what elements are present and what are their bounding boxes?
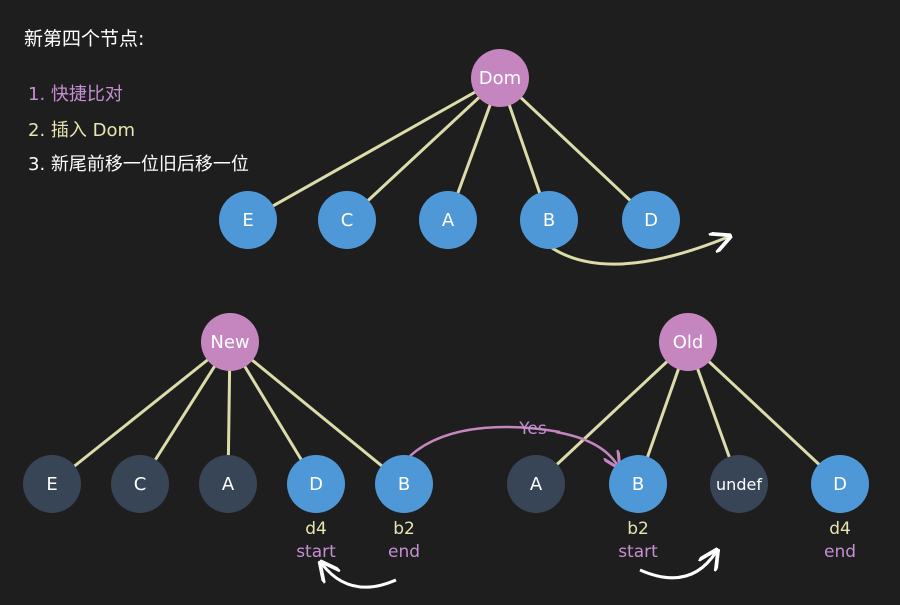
dom-edge-e — [247, 76, 501, 222]
new-note-d-key: d4 — [305, 519, 327, 539]
tree-edges — [51, 76, 842, 486]
new-node-e-circle — [23, 455, 81, 513]
old-root-node-circle — [659, 313, 717, 371]
new-node-e: E — [23, 455, 81, 513]
dom-node-a-label: A — [442, 210, 455, 231]
old-node-undef-label: undef — [716, 475, 762, 494]
old-node-undef: undef — [710, 455, 768, 513]
old-root-node-label: Old — [673, 332, 704, 353]
old-node-b: B — [609, 455, 667, 513]
old-node-a-label: A — [530, 474, 543, 495]
new-node-d-label: D — [309, 474, 323, 495]
dom-edge-d — [498, 76, 653, 222]
step-insert-dom: 2. 插入 Dom — [28, 120, 136, 141]
dom-root-node: Dom — [471, 49, 529, 107]
old-pointer-move-arrow — [639, 552, 716, 580]
dom-node-b-circle — [520, 191, 578, 249]
dom-node-e-label: E — [242, 210, 253, 231]
step-move-pointers: 3. 新尾前移一位旧后移一位 — [28, 154, 249, 175]
dom-edge-c — [345, 76, 502, 222]
new-edge-b — [229, 340, 405, 486]
new-node-c: C — [111, 455, 169, 513]
old-edge-a — [534, 340, 690, 486]
compare-arrow-right — [555, 430, 618, 466]
new-node-a-circle — [199, 455, 257, 513]
new-pointer-move-arrow — [322, 564, 397, 589]
dom-node-b: B — [520, 191, 578, 249]
new-note-b-key: b2 — [393, 519, 415, 539]
new-node-a: A — [199, 455, 257, 513]
old-note-b-pointer: start — [618, 542, 658, 562]
dom-node-d-label: D — [644, 210, 658, 231]
old-node-b-label: B — [632, 474, 644, 495]
old-node-b-circle — [609, 455, 667, 513]
dom-node-a: A — [419, 191, 477, 249]
new-root-node-circle — [201, 313, 259, 371]
new-root-node-label: New — [210, 332, 249, 353]
new-node-a-label: A — [222, 474, 235, 495]
new-node-c-circle — [111, 455, 169, 513]
dom-node-a-circle — [419, 191, 477, 249]
new-node-b: B — [375, 455, 433, 513]
dom-root-node-circle — [471, 49, 529, 107]
page-heading: 新第四个节点: — [24, 28, 145, 50]
old-node-d-label: D — [833, 474, 847, 495]
old-node-d-circle — [811, 455, 869, 513]
new-root-node: New — [201, 313, 259, 371]
old-node-d: D — [811, 455, 869, 513]
old-note-d-pointer: end — [824, 542, 856, 562]
new-node-d: D — [287, 455, 345, 513]
arrows: Yes — [322, 237, 728, 589]
compare-arrow-left — [409, 425, 561, 457]
new-edge-e — [51, 340, 231, 486]
dom-root-node-label: Dom — [479, 68, 521, 89]
old-node-a: A — [507, 455, 565, 513]
dom-node-c-label: C — [341, 210, 354, 231]
old-note-b-key: b2 — [627, 519, 649, 539]
dom-node-c: C — [318, 191, 376, 249]
old-note-d-key: d4 — [829, 519, 851, 539]
dom-node-b-label: B — [543, 210, 555, 231]
new-note-b-pointer: end — [388, 542, 420, 562]
new-node-e-label: E — [46, 474, 57, 495]
dom-node-d: D — [622, 191, 680, 249]
old-edge-d — [686, 340, 842, 486]
old-node-undef-circle — [710, 455, 768, 513]
dom-node-e: E — [219, 191, 277, 249]
old-root-node: Old — [659, 313, 717, 371]
new-node-b-label: B — [398, 474, 410, 495]
node-annotations: d4 start b2 end b2 start d4 end — [296, 519, 856, 562]
dom-node-d-circle — [622, 191, 680, 249]
dom-node-c-circle — [318, 191, 376, 249]
compare-yes-label: Yes — [518, 419, 547, 439]
new-node-b-circle — [375, 455, 433, 513]
old-node-a-circle — [507, 455, 565, 513]
step-quick-compare: 1. 快捷比对 — [28, 84, 123, 105]
dom-node-e-circle — [219, 191, 277, 249]
move-after-arrow — [551, 237, 728, 266]
new-node-c-label: C — [134, 474, 147, 495]
new-note-d-pointer: start — [296, 542, 336, 562]
new-node-d-circle — [287, 455, 345, 513]
